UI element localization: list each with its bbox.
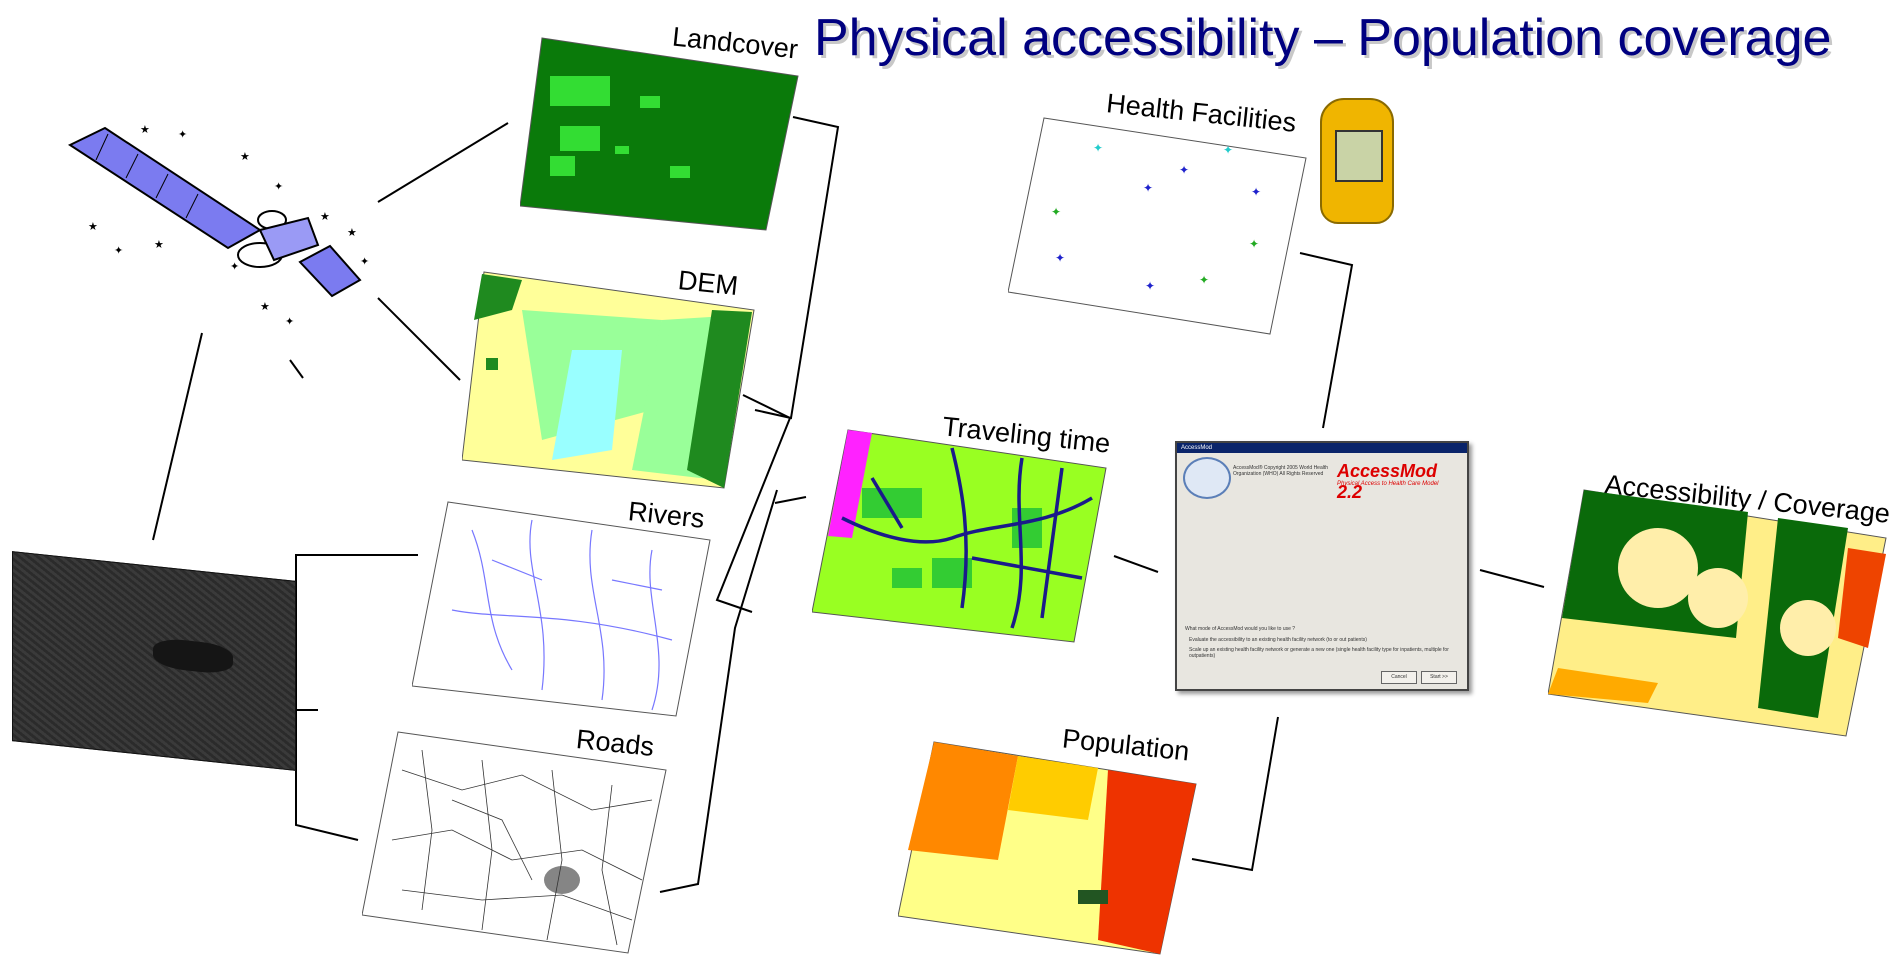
traveling-time-map xyxy=(812,429,1107,643)
health-facilities-map: ✦ ✦ ✦ ✦ ✦ ✦ ✦ ✦ ✦ ✦ xyxy=(1008,117,1307,335)
dialog-brand: AccessMod 2.2 xyxy=(1337,461,1438,502)
rivers-map xyxy=(412,501,711,717)
svg-text:✦: ✦ xyxy=(1051,205,1061,219)
svg-text:✦: ✦ xyxy=(1179,163,1189,177)
svg-text:✦: ✦ xyxy=(1145,279,1155,293)
svg-text:✦: ✦ xyxy=(285,316,294,328)
svg-text:★: ★ xyxy=(260,301,270,313)
page-title: Physical accessibility – Population cove… xyxy=(814,9,1832,67)
gps-device-icon xyxy=(1320,98,1394,224)
who-logo-icon xyxy=(1183,457,1231,499)
start-button[interactable]: Start >> xyxy=(1421,671,1457,684)
satellite-icon: ★ ✦ ★ ✦ ★ ✦ ★ ✦ ★ ✦ ★ ✦ ★ xyxy=(67,124,369,328)
svg-text:✦: ✦ xyxy=(178,129,187,141)
svg-text:✦: ✦ xyxy=(274,181,283,193)
dialog-title-bar: AccessMod xyxy=(1177,443,1467,453)
svg-text:✦: ✦ xyxy=(230,261,239,273)
svg-text:★: ★ xyxy=(320,211,330,223)
mode-option-evaluate[interactable]: Evaluate the accessibility to an existin… xyxy=(1189,637,1367,643)
dialog-tagline: Physical Access to Health Care Model xyxy=(1337,481,1439,487)
svg-text:✦: ✦ xyxy=(114,245,123,257)
cancel-button[interactable]: Cancel xyxy=(1381,671,1417,684)
dialog-copyright: AccessMod® Copyright 2005 World Health O… xyxy=(1233,465,1329,477)
accessibility-map xyxy=(1548,489,1887,737)
svg-text:★: ★ xyxy=(240,151,250,163)
svg-text:★: ★ xyxy=(347,227,357,239)
svg-text:✦: ✦ xyxy=(1251,185,1261,199)
svg-text:✦: ✦ xyxy=(1143,181,1153,195)
svg-text:★: ★ xyxy=(154,239,164,251)
svg-text:✦: ✦ xyxy=(1093,141,1103,155)
svg-text:✦: ✦ xyxy=(1223,143,1233,157)
satellite-image xyxy=(12,551,296,771)
accessmod-dialog: AccessMod AccessMod® Copyright 2005 Worl… xyxy=(1175,441,1469,691)
svg-text:✦: ✦ xyxy=(360,256,369,268)
svg-text:✦: ✦ xyxy=(1199,273,1209,287)
population-map xyxy=(898,741,1197,955)
dem-map xyxy=(462,271,755,489)
roads-map xyxy=(362,731,667,954)
svg-text:★: ★ xyxy=(88,221,98,233)
landcover-map xyxy=(520,37,799,231)
svg-text:✦: ✦ xyxy=(1249,237,1259,251)
mode-option-scale-up[interactable]: Scale up an existing health facility net… xyxy=(1189,647,1449,659)
svg-text:✦: ✦ xyxy=(1055,251,1065,265)
svg-text:★: ★ xyxy=(140,124,150,136)
dialog-question: What mode of AccessMod would you like to… xyxy=(1185,626,1296,632)
